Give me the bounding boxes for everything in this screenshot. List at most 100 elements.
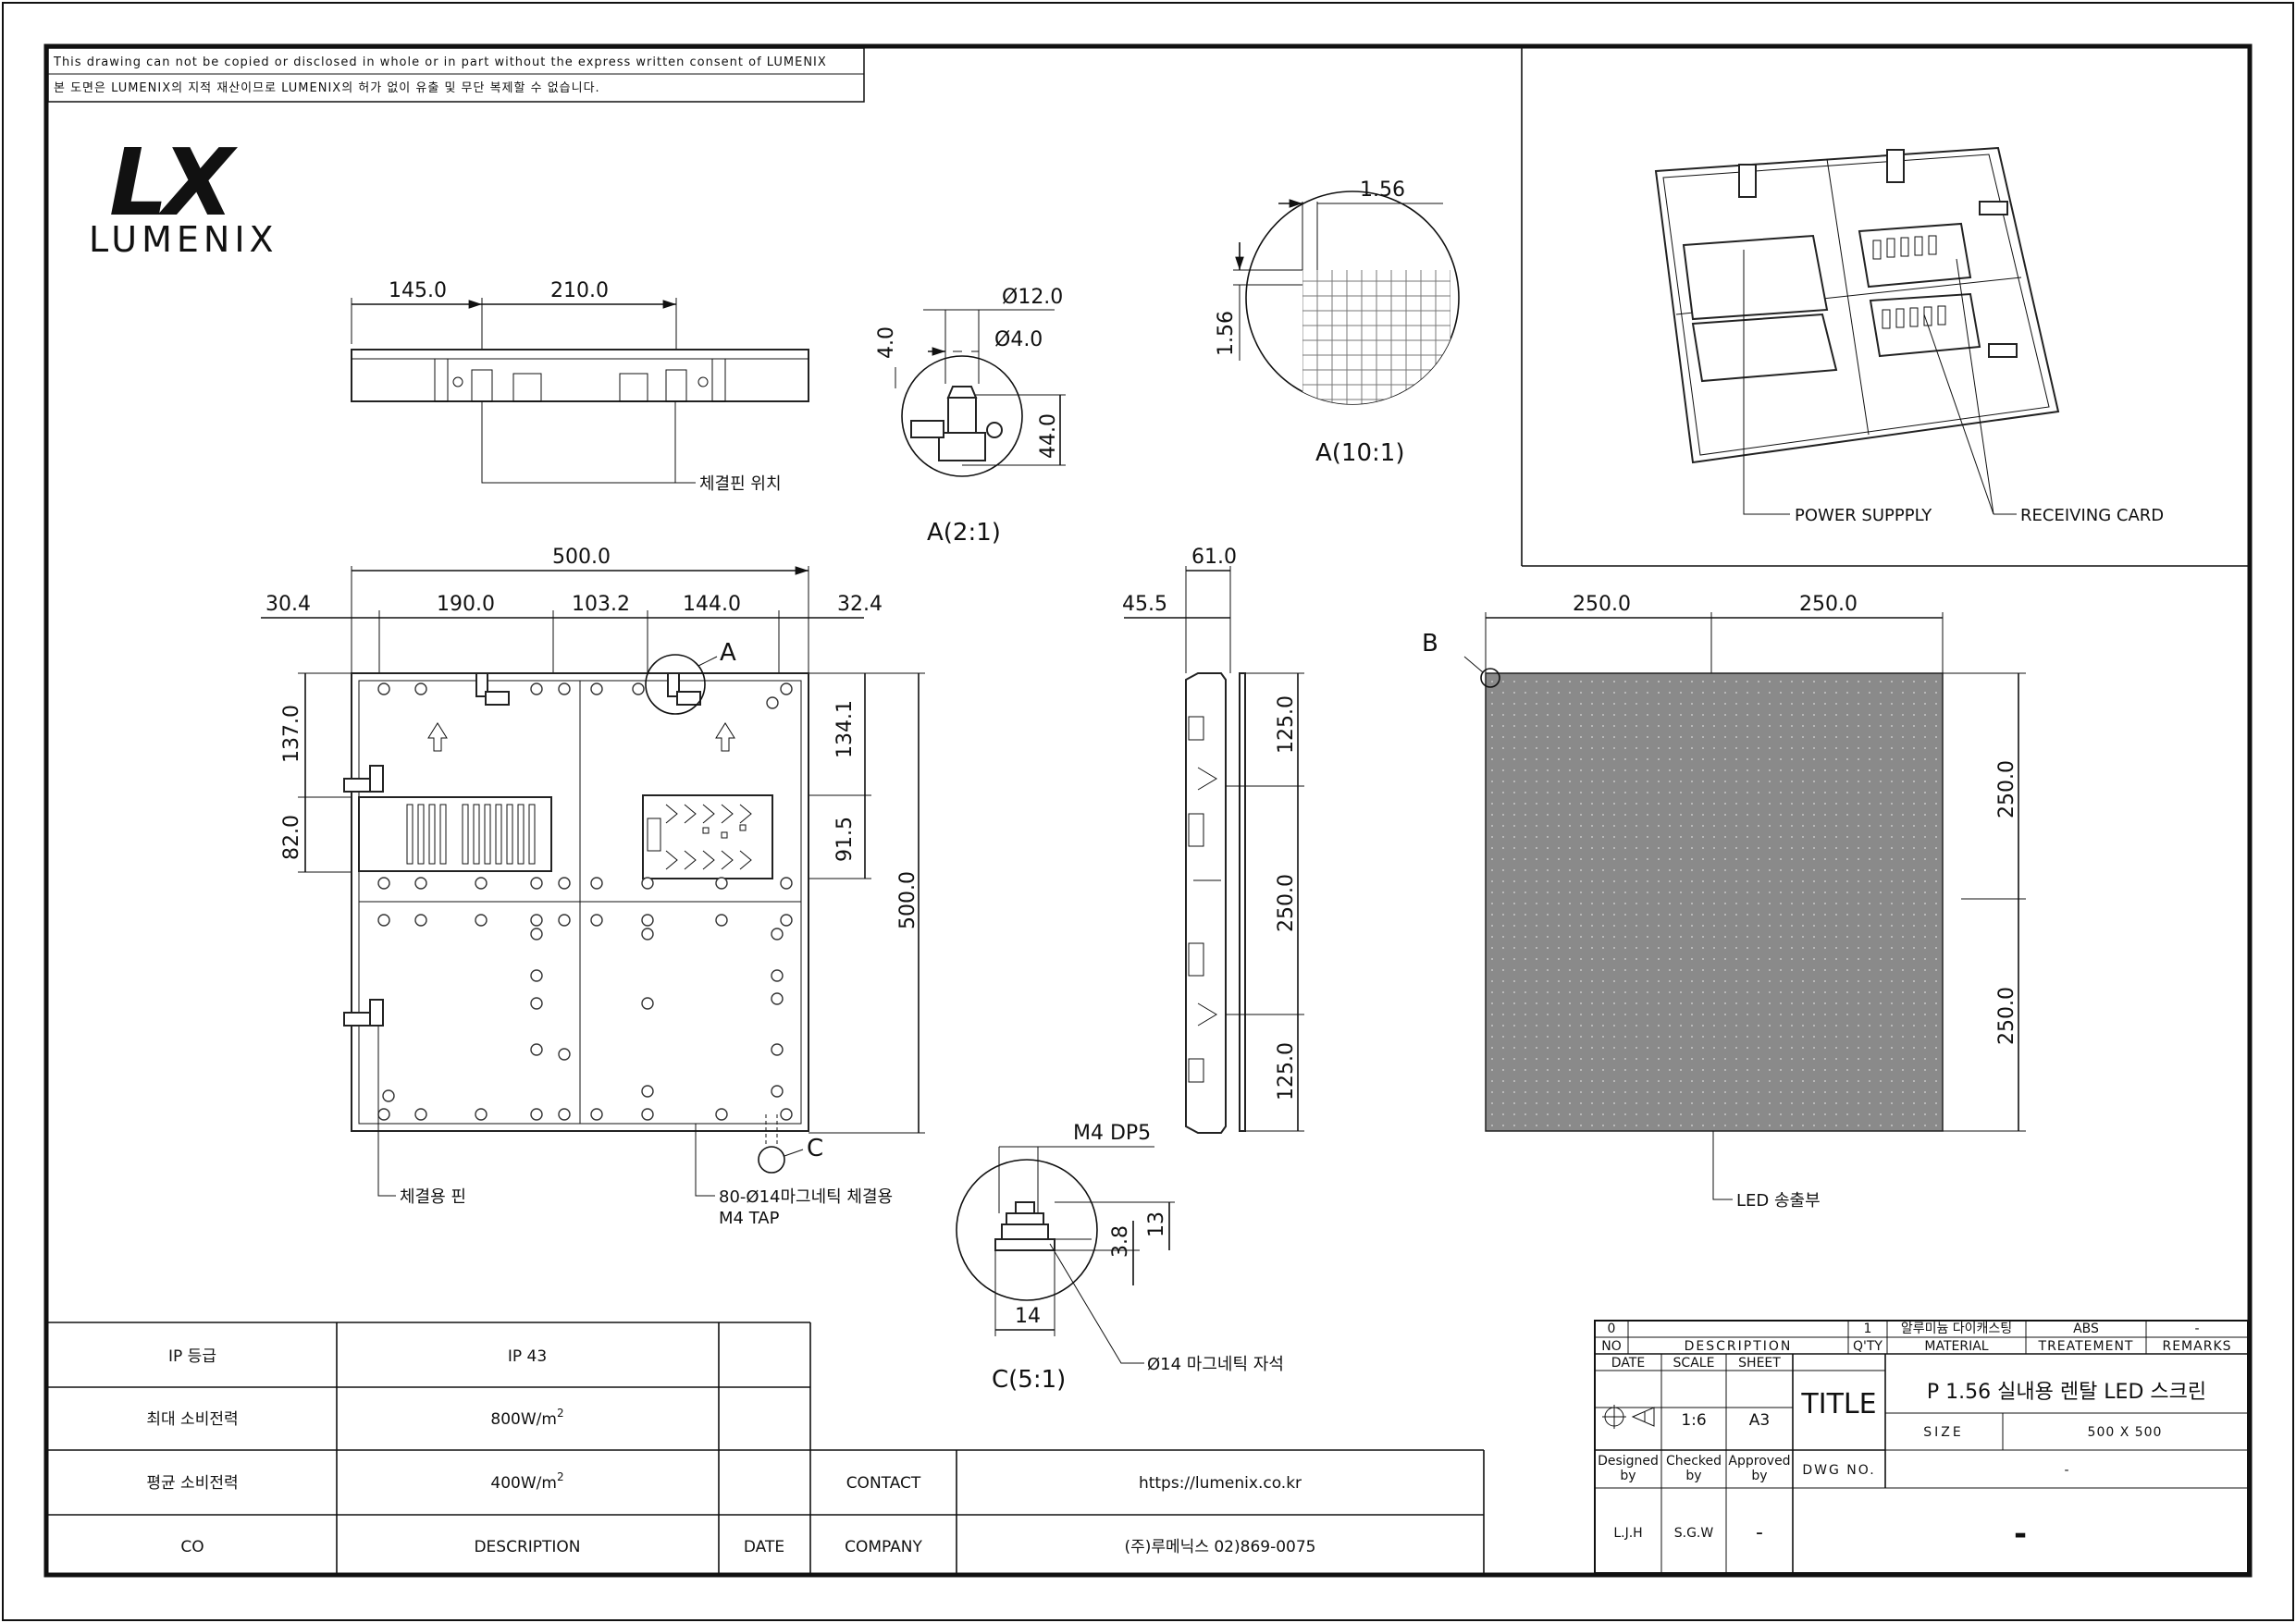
tb-row0-qty: 1 (1864, 1322, 1872, 1336)
tb-checked-label: Checked (1666, 1454, 1722, 1469)
led-screen (1485, 672, 1944, 1132)
notice-en: This drawing can not be copied or disclo… (53, 55, 827, 69)
tb-checker: S.G.W (1674, 1526, 1714, 1541)
power-supply-label: POWER SUPPPLY (1795, 506, 1932, 525)
spec-avg-power-sup: 2 (557, 1470, 564, 1483)
rear-view: 500.0 30.4 190.0 103.2 144.0 32.4 137.0 … (261, 546, 925, 1228)
magnet-tap-label-1: 80-Ø14마그네틱 체결용 (719, 1187, 893, 1207)
tb-row0-no: 0 (1608, 1322, 1616, 1336)
detail-c-dim-14: 14 (1015, 1305, 1041, 1328)
pin-location-label: 체결핀 위치 (699, 474, 782, 494)
iso-view: POWER SUPPPLY RECEIVING CARD (1521, 48, 2248, 567)
tb-dwg-value: - (2064, 1463, 2068, 1478)
rear-dim-82: 82.0 (280, 815, 303, 860)
spec-max-power-sup: 2 (557, 1407, 564, 1420)
svg-text:800W/m2: 800W/m2 (490, 1407, 563, 1429)
rear-dim-134-1: 134.1 (833, 700, 857, 758)
spec-avg-power-value: 400W/m (490, 1474, 557, 1493)
spec-co-date: DATE (744, 1538, 784, 1556)
tb-sheet-value: A3 (1749, 1411, 1770, 1430)
tb-approved-by: by (1751, 1469, 1767, 1483)
marker-a: A (720, 639, 736, 667)
tb-date-label: DATE (1611, 1356, 1645, 1371)
detail-a-caption: A(2:1) (927, 519, 1001, 547)
tb-header-no: NO (1601, 1339, 1622, 1354)
copyright-notice: This drawing can not be copied or disclo… (47, 47, 865, 103)
side-dim-125-top: 125.0 (1275, 695, 1298, 754)
company-value: (주)루메닉스 02)869-0075 (1125, 1538, 1316, 1556)
tb-title-label: TITLE (1800, 1388, 1876, 1420)
tb-header-remarks: REMARKS (2162, 1339, 2231, 1354)
tb-size-value: 500 X 500 (2088, 1425, 2163, 1440)
detail-c-caption: C(5:1) (992, 1366, 1066, 1394)
detail-a-10-1: 1.56 1.56 A(10:1) (1215, 178, 1460, 467)
rear-dim-190: 190.0 (437, 593, 495, 616)
detail-c-dim-m4: M4 DP5 (1073, 1122, 1151, 1145)
top-dim-145: 145.0 (389, 279, 447, 302)
rear-dim-32-4: 32.4 (837, 593, 883, 616)
tb-checked-by: by (1685, 1469, 1701, 1483)
spec-ip-key: IP 등급 (168, 1347, 216, 1366)
rear-dim-500: 500.0 (552, 546, 611, 569)
tb-row0-treatment: ABS (2073, 1322, 2099, 1336)
detail-a10-caption: A(10:1) (1315, 439, 1404, 467)
marker-b-circle (1480, 668, 1500, 688)
logo-name: LUMENIX (89, 219, 278, 260)
company-label: COMPANY (845, 1538, 922, 1556)
detail-c-dim-13: 13 (1145, 1211, 1168, 1237)
marker-c-circle (758, 1146, 785, 1174)
top-view: 145.0 210.0 체결핀 위치 (351, 279, 809, 494)
tb-scale-value: 1:6 (1681, 1411, 1706, 1430)
marker-c: C (807, 1135, 823, 1162)
rear-dim-500-v: 500.0 (896, 871, 920, 929)
detail-a-dim-4: 4.0 (875, 326, 898, 359)
contact-label: CONTACT (846, 1474, 921, 1493)
detail-a10-dim-top: 1.56 (1360, 178, 1405, 202)
tb-header-qty: Q'TY (1853, 1339, 1882, 1354)
top-view-body (351, 349, 809, 402)
front-view: 250.0 250.0 250.0 250.0 B LED 송출부 (1422, 593, 2026, 1211)
marker-b: B (1422, 630, 1438, 658)
detail-a-dim-d12: Ø12.0 (1002, 286, 1063, 309)
magnet-tap-label-2: M4 TAP (719, 1209, 780, 1228)
notice-ko: 본 도면은 LUMENIX의 지적 재산이므로 LUMENIX의 허가 없이 유… (54, 81, 600, 95)
rear-receiving-card (642, 794, 773, 879)
logo-mark: LX (109, 129, 239, 237)
detail-a-dim-d4: Ø4.0 (994, 328, 1043, 351)
rear-dim-103-2: 103.2 (572, 593, 630, 616)
detail-a-2-1: Ø12.0 Ø4.0 4.0 44.0 A(2:1) (875, 286, 1066, 547)
spec-table: IP 등급 IP 43 최대 소비전력 800W/m2 평균 소비전력 400W… (48, 1322, 1485, 1575)
tb-title-value: P 1.56 실내용 렌탈 LED 스크린 (1927, 1381, 2206, 1404)
contact-url[interactable]: https://lumenix.co.kr (1139, 1474, 1302, 1493)
front-dim-250-upper: 250.0 (1995, 760, 2018, 818)
svg-text:400W/m2: 400W/m2 (490, 1470, 563, 1493)
tb-designed-label: Designed (1598, 1454, 1659, 1469)
title-block: 0 1 알루미늄 다이캐스팅 ABS - NO DESCRIPTION Q'TY… (1594, 1320, 2249, 1574)
tb-header-material: MATERIAL (1924, 1339, 1988, 1354)
spec-co-key: CO (180, 1538, 204, 1556)
side-dim-125-bottom: 125.0 (1275, 1042, 1298, 1100)
led-output-label: LED 송출부 (1736, 1191, 1821, 1211)
side-dim-61: 61.0 (1191, 546, 1237, 569)
spec-ip-value: IP 43 (508, 1347, 547, 1366)
marker-a-circle (645, 654, 706, 715)
side-view: 61.0 45.5 125.0 250.0 125.0 (1122, 546, 1304, 1134)
receiving-card-label: RECEIVING CARD (2020, 506, 2164, 525)
detail-c-5-1: M4 DP5 13 3.8 14 Ø14 마그네틱 자석 C(5:1) (956, 1122, 1284, 1394)
spec-co-description: DESCRIPTION (474, 1538, 580, 1556)
tb-designed-by: by (1620, 1469, 1636, 1483)
side-led-panel (1239, 672, 1246, 1132)
side-dim-45-5: 45.5 (1122, 593, 1167, 616)
tb-dwg-label: DWG NO. (1802, 1463, 1875, 1478)
pin-label: 체결용 핀 (400, 1187, 466, 1207)
tb-row0-material: 알루미늄 다이캐스팅 (1901, 1322, 2012, 1336)
tb-approver: - (1756, 1521, 1763, 1544)
tb-approved-label: Approved (1728, 1454, 1790, 1469)
tb-row0-remarks: - (2194, 1322, 2199, 1336)
projection-icon (1602, 1405, 1655, 1429)
tb-final: - (2014, 1516, 2027, 1553)
side-dim-250: 250.0 (1275, 874, 1298, 932)
tb-header-treatment: TREATEMENT (2038, 1339, 2134, 1354)
